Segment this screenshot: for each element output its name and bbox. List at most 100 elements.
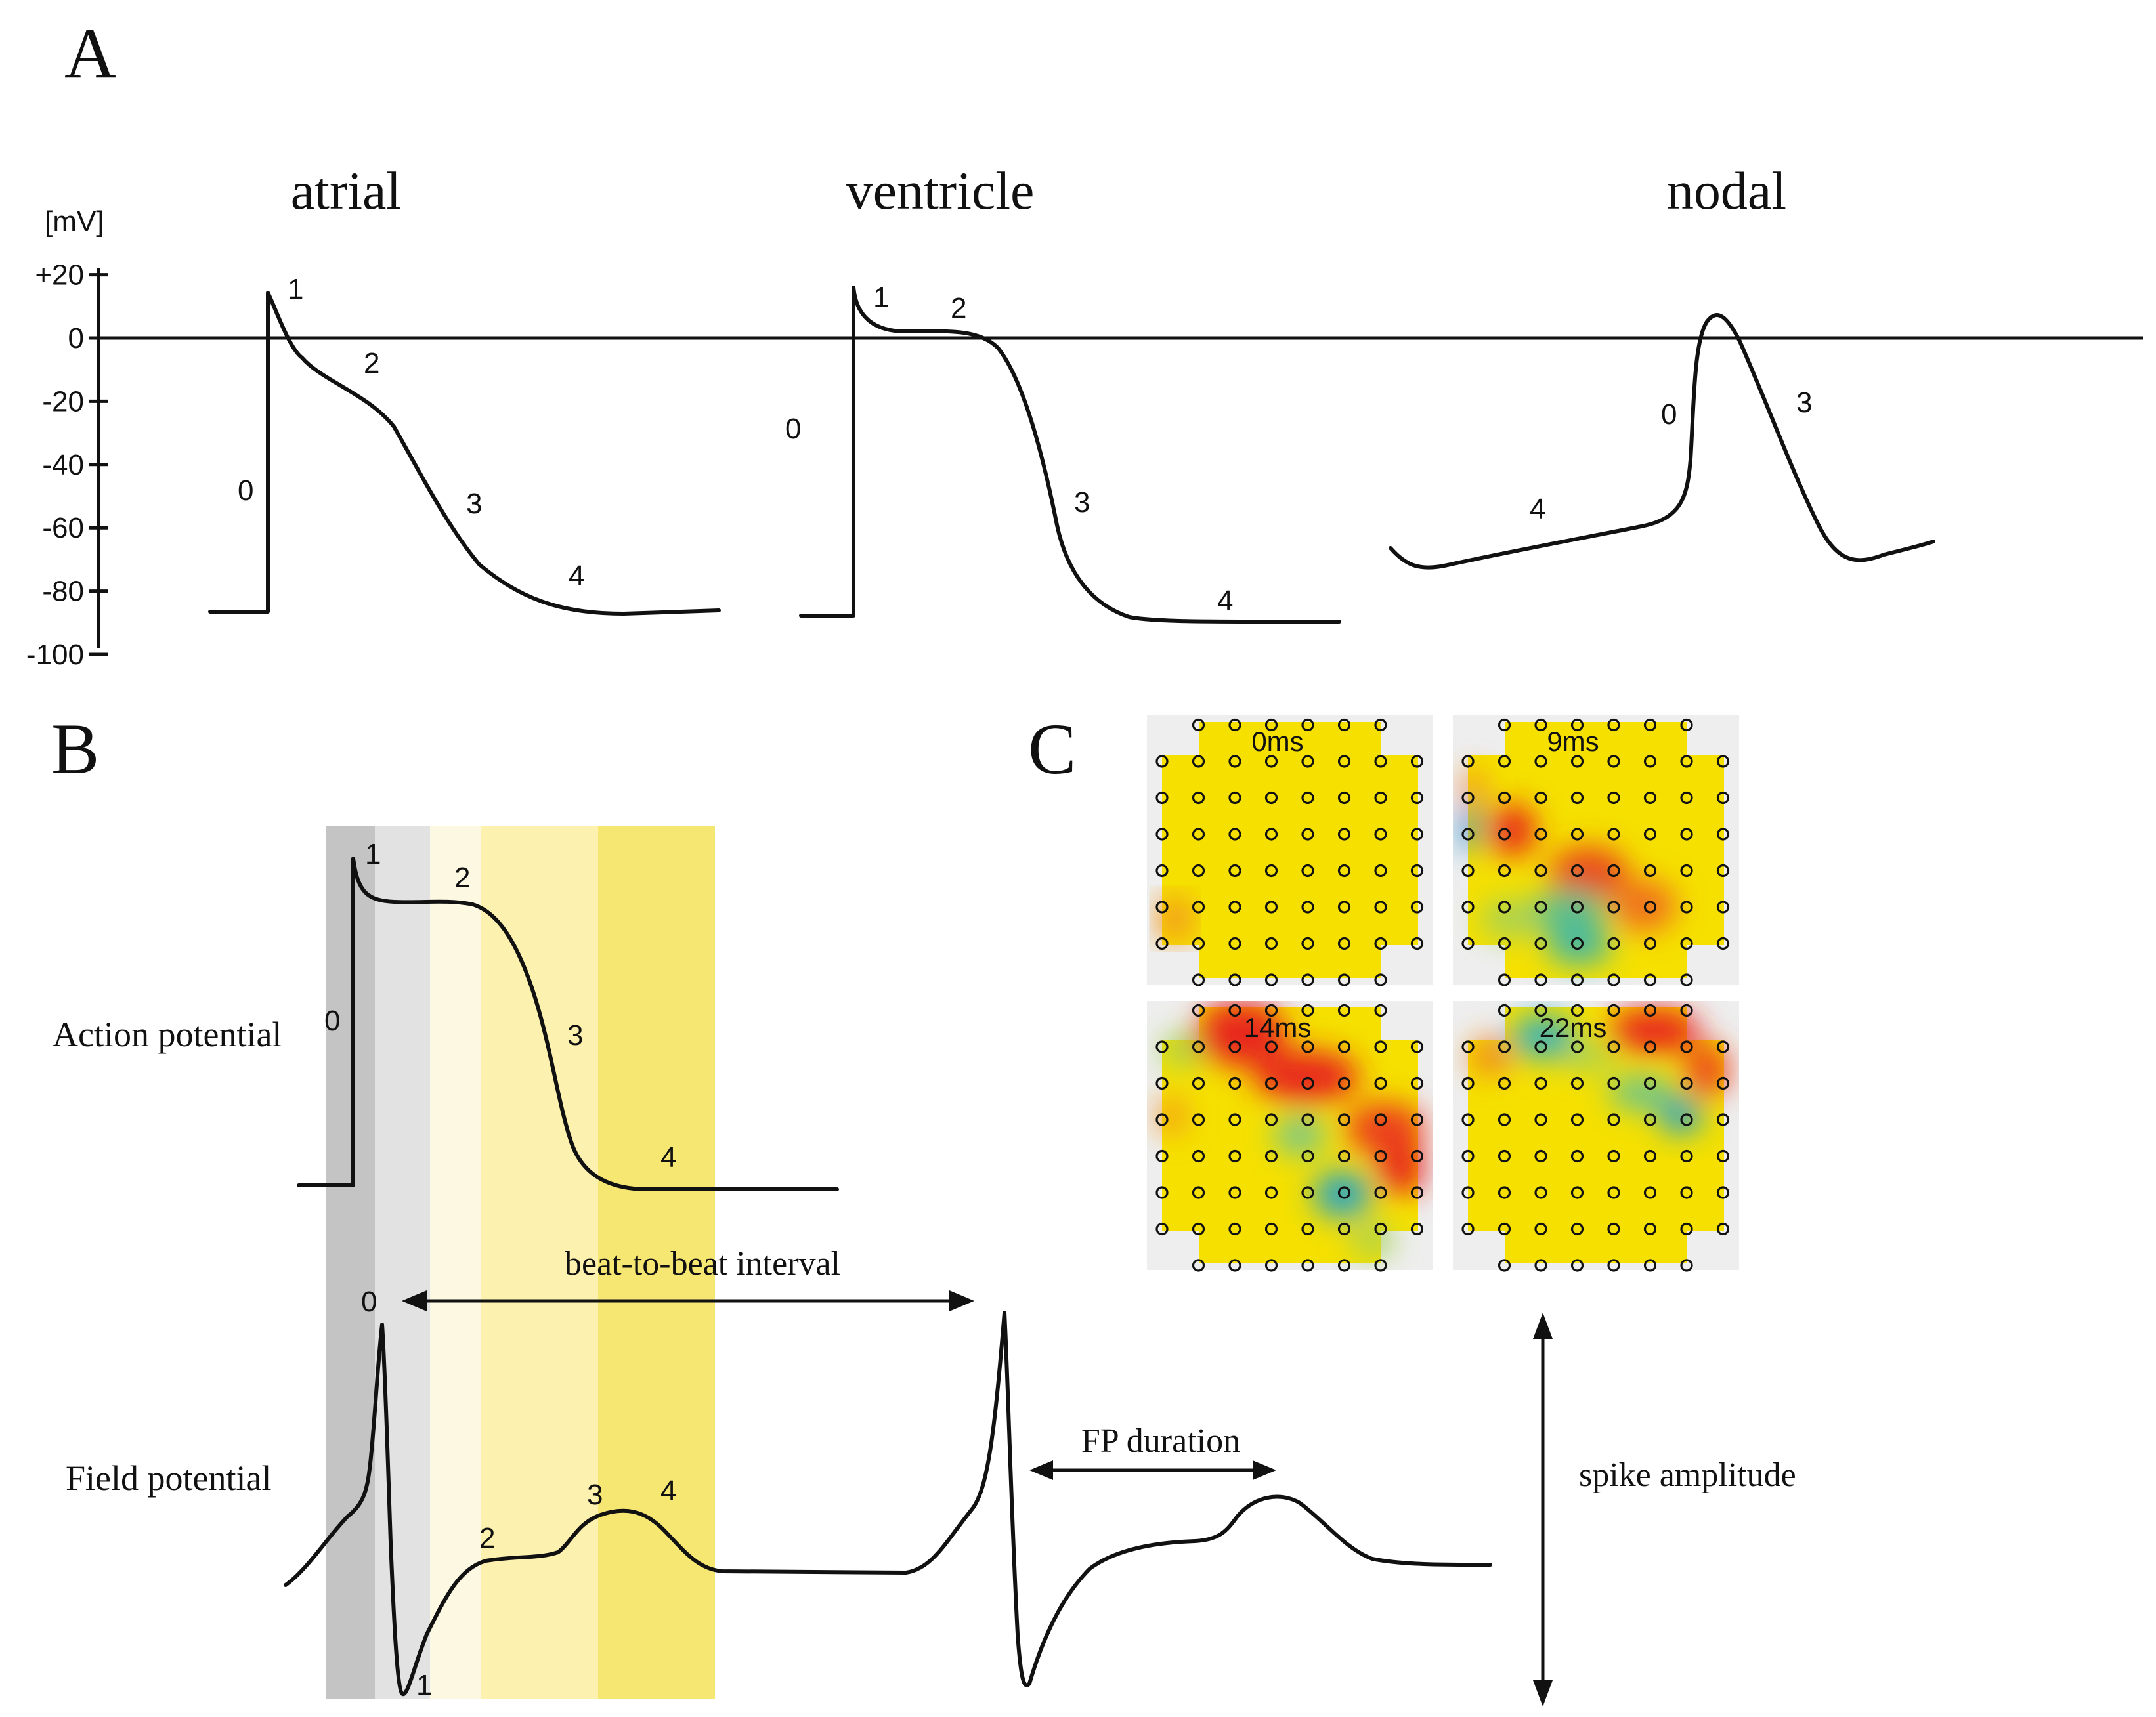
ap-phase-2-label: 2 — [454, 862, 470, 894]
electrode — [1192, 1186, 1205, 1199]
electrode — [1155, 1222, 1169, 1236]
y-axis: +200-20-40-60-80-100 — [26, 259, 108, 671]
nodal-action-potential-trace — [1389, 313, 1935, 570]
electrode — [1155, 1076, 1169, 1090]
electrode — [1264, 1186, 1278, 1199]
electrode — [1534, 1259, 1547, 1272]
electrode — [1337, 1222, 1351, 1236]
electrode — [1228, 1076, 1241, 1090]
electrode — [1155, 828, 1169, 841]
electrode — [1337, 901, 1351, 914]
ventricle-trace-group: ventricle 0 1 2 3 4 — [785, 161, 1341, 624]
electrode — [1192, 1222, 1205, 1236]
electrode — [1607, 864, 1620, 878]
ap-phase-4-label: 4 — [660, 1141, 676, 1174]
electrode — [1155, 1113, 1169, 1126]
ventricle-phase-1-label: 1 — [873, 282, 889, 314]
electrode — [1680, 1113, 1693, 1126]
electrode — [1410, 1149, 1424, 1163]
atrial-phase-0-label: 0 — [238, 475, 253, 507]
electrode — [1264, 791, 1278, 805]
fp-phase-1-label: 1 — [416, 1669, 432, 1701]
electrode — [1607, 1076, 1620, 1090]
electrode — [1410, 1222, 1424, 1236]
electrode — [1155, 864, 1169, 878]
y-axis-unit-label: [mV] — [45, 205, 104, 238]
electrode — [1570, 901, 1584, 914]
electrode — [1374, 1259, 1387, 1272]
electrode — [1264, 937, 1278, 950]
y-tick-label: -60 — [42, 512, 84, 544]
electrode — [1461, 1113, 1475, 1126]
electrode — [1461, 1040, 1475, 1053]
phase-bands — [326, 826, 715, 1699]
electrode — [1301, 1259, 1314, 1272]
nodal-phase-0-label: 0 — [1661, 398, 1677, 431]
electrode — [1498, 1149, 1511, 1163]
electrode — [1228, 864, 1241, 878]
electrode — [1461, 901, 1475, 914]
electrode — [1461, 864, 1475, 878]
electrode — [1301, 1004, 1314, 1017]
y-tick-label: -100 — [26, 639, 84, 671]
electrode — [1192, 1076, 1205, 1090]
beat-interval-arrow — [402, 1290, 974, 1311]
electrode — [1498, 1040, 1511, 1053]
electrode — [1228, 1113, 1241, 1126]
electrode — [1607, 1149, 1620, 1163]
y-tick-label: 0 — [68, 322, 84, 354]
map-9ms-label: 9ms — [1547, 726, 1599, 757]
fp-phase-4-label: 4 — [660, 1475, 676, 1507]
electrode — [1228, 937, 1241, 950]
electrode-grid — [1461, 1004, 1730, 1272]
electrode — [1374, 791, 1387, 805]
electrode — [1498, 1004, 1511, 1017]
electrode — [1410, 864, 1424, 878]
electrode — [1374, 1186, 1387, 1199]
electrode — [1301, 828, 1314, 841]
electrode — [1570, 791, 1584, 805]
electrode — [1301, 901, 1314, 914]
electrode — [1228, 791, 1241, 805]
electrode — [1301, 1149, 1314, 1163]
electrode — [1264, 901, 1278, 914]
electrode — [1570, 973, 1584, 986]
electrode — [1570, 1259, 1584, 1272]
ventricle-phase-4-label: 4 — [1217, 585, 1233, 617]
electrode — [1410, 791, 1424, 805]
electrode — [1643, 791, 1657, 805]
ventricle-title: ventricle — [846, 161, 1035, 221]
electrode — [1680, 901, 1693, 914]
y-tick-label: -40 — [42, 449, 84, 481]
electrode — [1264, 1113, 1278, 1126]
atrial-trace-group: atrial 0 1 2 3 4 — [208, 161, 721, 616]
electrode — [1228, 1004, 1241, 1017]
electrode — [1337, 1040, 1351, 1053]
electrode — [1337, 1149, 1351, 1163]
activation-map-0ms: 0ms — [1147, 715, 1433, 986]
electrode — [1680, 1186, 1693, 1199]
electrode — [1155, 901, 1169, 914]
electrode — [1264, 864, 1278, 878]
electrode — [1534, 1076, 1547, 1090]
electrode — [1228, 1259, 1241, 1272]
electrode — [1301, 791, 1314, 805]
ap-phase-3-label: 3 — [567, 1019, 583, 1051]
electrode — [1643, 1149, 1657, 1163]
electrode — [1192, 1040, 1205, 1053]
electrode — [1264, 828, 1278, 841]
electrode — [1301, 1222, 1314, 1236]
spike-amplitude-label: spike amplitude — [1579, 1456, 1796, 1494]
fp-phase-3-label: 3 — [587, 1479, 603, 1511]
electrode — [1337, 937, 1351, 950]
map-22ms-label: 22ms — [1540, 1012, 1607, 1043]
fp-duration-arrow — [1029, 1460, 1276, 1480]
electrode — [1192, 791, 1205, 805]
electrode — [1716, 864, 1730, 878]
electrode — [1264, 1222, 1278, 1236]
electrode — [1228, 1149, 1241, 1163]
fp-phase-2-label: 2 — [479, 1522, 495, 1554]
electrode — [1192, 755, 1205, 768]
electrode — [1534, 828, 1547, 841]
